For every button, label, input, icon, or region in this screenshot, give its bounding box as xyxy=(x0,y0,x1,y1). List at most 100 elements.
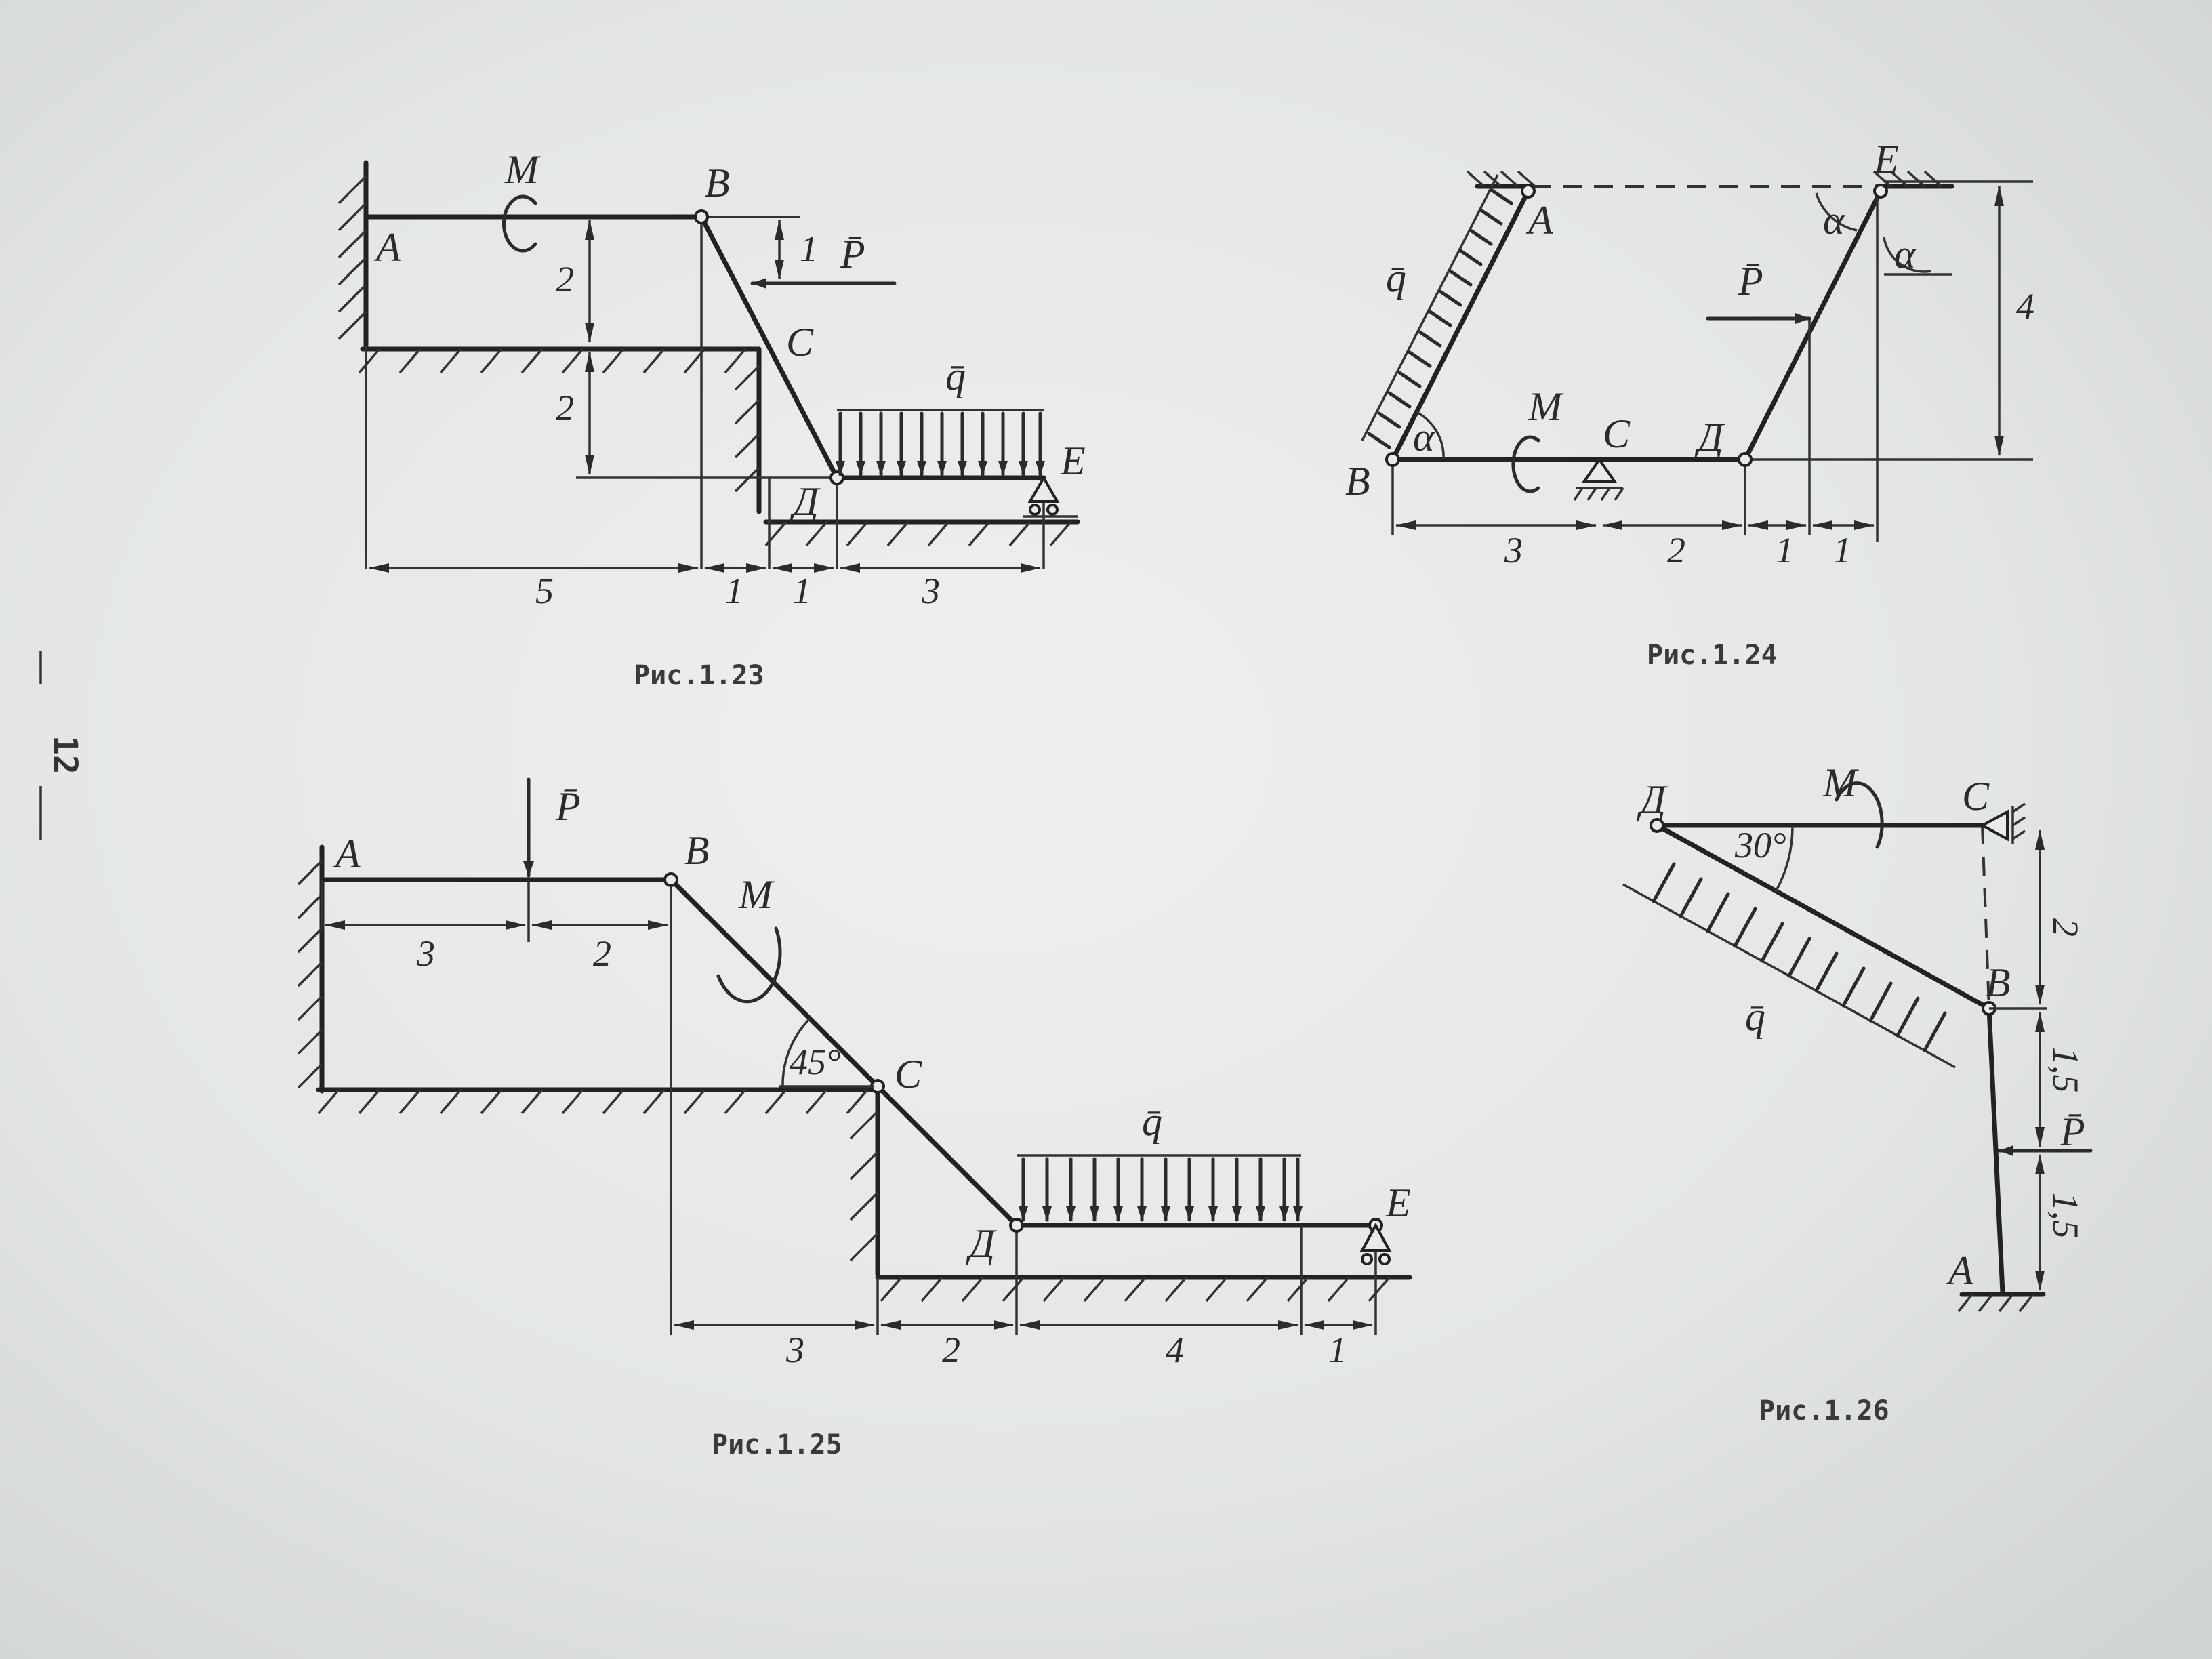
ground-hatch-lower xyxy=(763,519,1080,547)
dim-v-1-5b: 1,5 xyxy=(2045,1193,2086,1239)
hinge-a xyxy=(1521,184,1536,199)
label-p: P̄ xyxy=(1738,259,1763,304)
hinge-b xyxy=(1385,452,1400,467)
roller-support-e xyxy=(1359,1222,1392,1265)
label-c: C xyxy=(1962,774,1990,819)
figure-1-26: Д C B A M P̄ q̄ 30° 2 1,5 1,5 Рис.1.26 xyxy=(1622,760,2093,1427)
label-b: B xyxy=(1986,960,2011,1005)
hinge-d xyxy=(1009,1218,1024,1233)
beam-cd xyxy=(875,1084,1019,1228)
dim-top-2: 2 xyxy=(593,933,611,974)
distributed-load-q xyxy=(1361,174,1513,449)
angle-alpha-e xyxy=(1815,192,1858,232)
figure-1-25: A B C Д E M P̄ q̄ 45° 3 2 3 2 4 1 Рис.1.… xyxy=(297,777,1412,1460)
hinge-b xyxy=(663,872,678,887)
label-a: A xyxy=(1946,1248,1973,1293)
dim-h-4: 4 xyxy=(1166,1330,1184,1370)
label-a: A xyxy=(1525,198,1553,243)
distributed-load-q xyxy=(1017,1154,1303,1222)
dim-v-4: 4 xyxy=(2016,286,2034,327)
beam-db xyxy=(1654,823,1992,1011)
moment-m xyxy=(716,926,782,1004)
label-d: Д xyxy=(1694,415,1725,459)
figure-1-24: A B C Д E M P̄ q̄ α α α 4 3 2 1 1 Рис.1.… xyxy=(1345,137,2034,671)
page-number: 12 xyxy=(39,651,84,840)
label-d: Д xyxy=(966,1221,997,1266)
label-e: E xyxy=(1060,438,1086,483)
label-q: q̄ xyxy=(1745,994,1765,1039)
label-b: B xyxy=(684,828,710,873)
ground-hatch-lower xyxy=(875,1275,1412,1303)
label-m: M xyxy=(738,872,775,917)
dim-h-1b: 1 xyxy=(1833,530,1851,571)
label-b: B xyxy=(705,161,730,205)
label-c: C xyxy=(786,320,814,365)
label-c: C xyxy=(1603,411,1631,456)
figure-1-23: A B C Д E M P̄ q̄ 1 2 2 5 1 1 3 Рис.1.23 xyxy=(337,147,1086,691)
label-a: A xyxy=(333,832,361,876)
dim-h-3: 3 xyxy=(1504,530,1523,571)
dim-v-2a: 2 xyxy=(556,259,574,300)
ground-hatch-upper xyxy=(316,1087,880,1277)
distributed-load-q xyxy=(836,409,1045,476)
page-number-text: 12 xyxy=(46,735,84,775)
hinge-d xyxy=(1738,452,1753,467)
moment-m xyxy=(502,194,537,253)
column-ba xyxy=(1986,1006,2005,1296)
dim-top-3: 3 xyxy=(416,933,435,974)
moment-m xyxy=(1511,435,1540,493)
fixed-support-a xyxy=(1957,1292,2046,1313)
caption-fig-1-24: Рис.1.24 xyxy=(1647,640,1778,671)
beam-de xyxy=(1742,188,1883,462)
label-alpha-right: α xyxy=(1894,232,1917,276)
hinge-e xyxy=(1873,184,1888,199)
dim-h-3: 3 xyxy=(921,571,940,611)
dim-h-1: 1 xyxy=(1328,1330,1347,1370)
caption-fig-1-25: Рис.1.25 xyxy=(712,1429,842,1460)
dim-h-2: 2 xyxy=(942,1330,960,1370)
distributed-load-q xyxy=(1622,862,1956,1069)
dim-h-5: 5 xyxy=(535,571,554,611)
label-c: C xyxy=(895,1052,922,1097)
label-alpha-e: α xyxy=(1823,198,1845,243)
dim-v-1: 1 xyxy=(800,228,818,269)
label-angle-45: 45° xyxy=(790,1042,841,1082)
dim-h-2: 2 xyxy=(1667,530,1685,571)
dim-v-2b: 2 xyxy=(556,388,574,428)
angle-45 xyxy=(781,1017,811,1087)
dim-h-1a: 1 xyxy=(1776,530,1794,571)
dim-h-1a: 1 xyxy=(725,571,743,611)
hinge-d xyxy=(1650,818,1664,833)
label-a: A xyxy=(373,225,401,270)
label-e: E xyxy=(1385,1181,1411,1225)
beam-ab xyxy=(1390,188,1531,462)
label-m: M xyxy=(1528,384,1564,429)
pin-support-c xyxy=(1979,802,2026,844)
hinge-b xyxy=(694,209,709,224)
label-q: q̄ xyxy=(1386,255,1406,300)
angle-30 xyxy=(1774,825,1794,893)
beam-bd xyxy=(699,214,840,480)
label-q: q̄ xyxy=(1142,1099,1162,1144)
dim-h-1b: 1 xyxy=(793,571,811,611)
ground-hatch-upper xyxy=(358,346,762,514)
label-b: B xyxy=(1345,459,1370,504)
label-q: q̄ xyxy=(945,354,966,398)
label-p: P̄ xyxy=(840,232,865,276)
label-d: Д xyxy=(790,479,821,524)
caption-fig-1-26: Рис.1.26 xyxy=(1759,1395,1889,1427)
label-d: Д xyxy=(1637,777,1668,822)
label-alpha-b: α xyxy=(1413,415,1435,459)
wall-support-a xyxy=(337,160,369,348)
dim-h-3: 3 xyxy=(785,1330,804,1370)
roller-support-e xyxy=(1023,474,1078,518)
angle-alpha-right xyxy=(1883,237,1932,273)
label-p: P̄ xyxy=(555,784,581,829)
roller-support-c xyxy=(1573,457,1624,501)
label-e: E xyxy=(1873,137,1899,182)
dim-v-2: 2 xyxy=(2045,918,2086,937)
label-m: M xyxy=(1822,760,1859,805)
angle-alpha-b xyxy=(1416,411,1445,460)
wall-support-a xyxy=(297,844,325,1094)
